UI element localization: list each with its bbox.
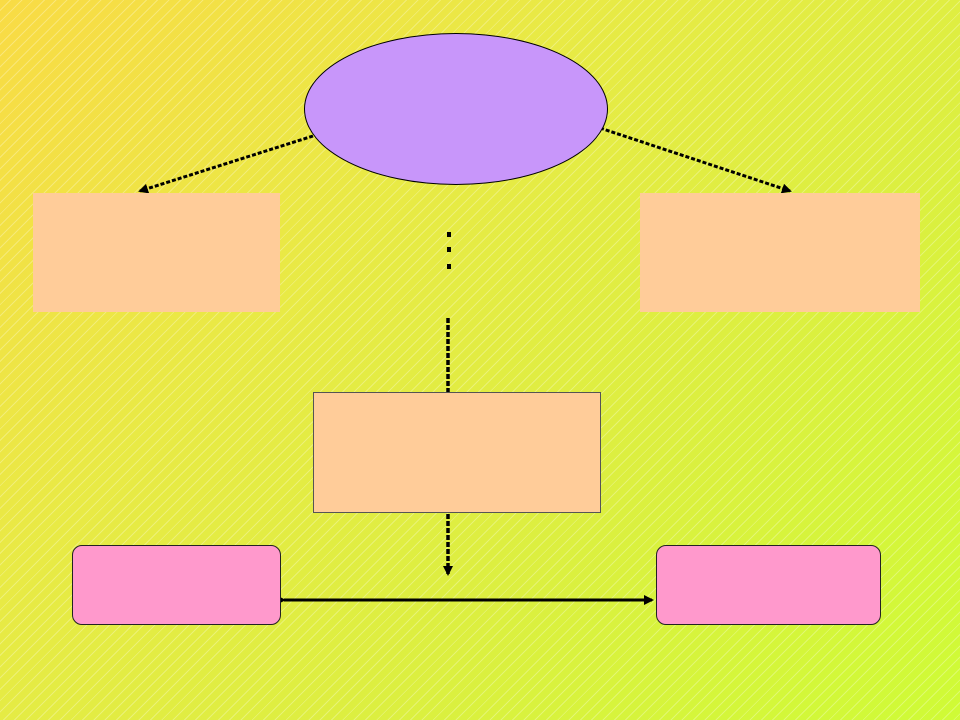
- top-ellipse-node: [304, 33, 608, 185]
- arrow-ellipse-to-left-box: [138, 134, 314, 194]
- bottom-left-pill-node: [72, 545, 281, 625]
- bottom-right-pill-node: [656, 545, 881, 625]
- left-box-node: [33, 193, 280, 312]
- center-box-node: [313, 392, 601, 513]
- arrow-ellipse-to-right-box: [599, 126, 792, 194]
- right-box-node: [640, 193, 920, 312]
